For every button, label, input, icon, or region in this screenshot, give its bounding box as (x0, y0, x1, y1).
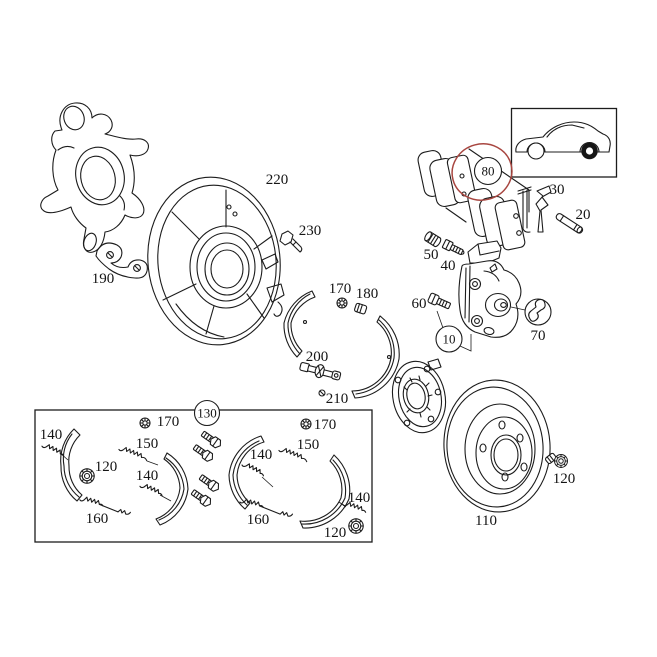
label-110: 110 (475, 513, 497, 529)
adjusting-nut-drawing (336, 297, 348, 309)
label-150b: 150 (297, 437, 320, 453)
hose-bracket-drawing (95, 242, 148, 279)
kit-right-shoe-a (228, 435, 265, 510)
label-140b: 140 (136, 468, 159, 484)
cap-nut-50-drawing (424, 231, 442, 248)
label-170a: 170 (157, 414, 180, 430)
callout-circle-130 (193, 399, 221, 427)
spring-160b (239, 497, 294, 517)
callout-circle-80 (473, 156, 503, 186)
brake-disc-drawing (443, 379, 551, 513)
cap-120a (79, 468, 95, 484)
nut-170b (300, 418, 312, 430)
label-220: 220 (266, 172, 289, 188)
kit-right-shoe-b (299, 454, 351, 529)
label-10: 10 (443, 332, 456, 347)
shoe-kit-box (34, 399, 373, 543)
disc-screw-drawing (545, 452, 568, 468)
label-80: 80 (482, 164, 495, 179)
caliper-bolt-drawing (427, 292, 451, 310)
label-50: 50 (424, 247, 439, 263)
label-230: 230 (299, 223, 322, 239)
label-140c: 140 (250, 447, 273, 463)
label-120b: 120 (324, 525, 347, 541)
label-70: 70 (531, 328, 546, 344)
hub-flange-drawing (391, 358, 447, 434)
label-120-disc: 120 (553, 471, 576, 487)
spring-140c (241, 460, 266, 478)
callout-circle-10 (435, 325, 463, 353)
nut-170a (139, 417, 151, 429)
label-120a: 120 (95, 459, 118, 475)
label-170b: 170 (314, 417, 337, 433)
label-180: 180 (356, 286, 379, 302)
label-200: 200 (306, 349, 329, 365)
bleeder-screw-drawing (441, 239, 465, 256)
screw-210-drawing (318, 389, 326, 397)
label-170-mid: 170 (329, 281, 352, 297)
label-140d: 140 (348, 490, 371, 506)
parking-shoe-right-drawing (351, 315, 400, 399)
adjuster-200-drawing (299, 362, 342, 381)
label-30: 30 (550, 182, 565, 198)
label-60: 60 (412, 296, 427, 312)
backing-plate-drawing (147, 176, 285, 346)
label-160a: 160 (86, 511, 109, 527)
spring-clip-70-drawing (524, 298, 552, 326)
label-190: 190 (92, 271, 115, 287)
label-210: 210 (326, 391, 349, 407)
retaining-clip-drawing (517, 185, 552, 233)
spring-160a (79, 494, 131, 515)
kit-left-shoe-b (155, 452, 189, 526)
steering-knuckle-drawing (40, 102, 149, 253)
car-silhouette-icon (515, 121, 611, 160)
kit-left-shoe-a (60, 428, 83, 502)
label-40: 40 (441, 258, 456, 274)
guide-pin-drawing (555, 213, 584, 234)
label-130: 130 (197, 406, 217, 421)
highlight-ellipse (451, 143, 513, 201)
kit-bolts (189, 429, 224, 509)
caliper-drawing (458, 240, 522, 338)
label-150a: 150 (136, 436, 159, 452)
brake-pad-set-drawing (417, 143, 530, 251)
vehicle-locator-box (510, 107, 618, 178)
label-140a: 140 (40, 427, 63, 443)
label-160b: 160 (247, 512, 270, 528)
sleeve-180-drawing (354, 302, 368, 315)
plate-bolt-drawing (279, 230, 303, 253)
spring-140b (139, 481, 165, 498)
parking-shoe-left-drawing (283, 290, 316, 358)
label-20: 20 (576, 207, 591, 223)
cap-120b (348, 518, 364, 534)
